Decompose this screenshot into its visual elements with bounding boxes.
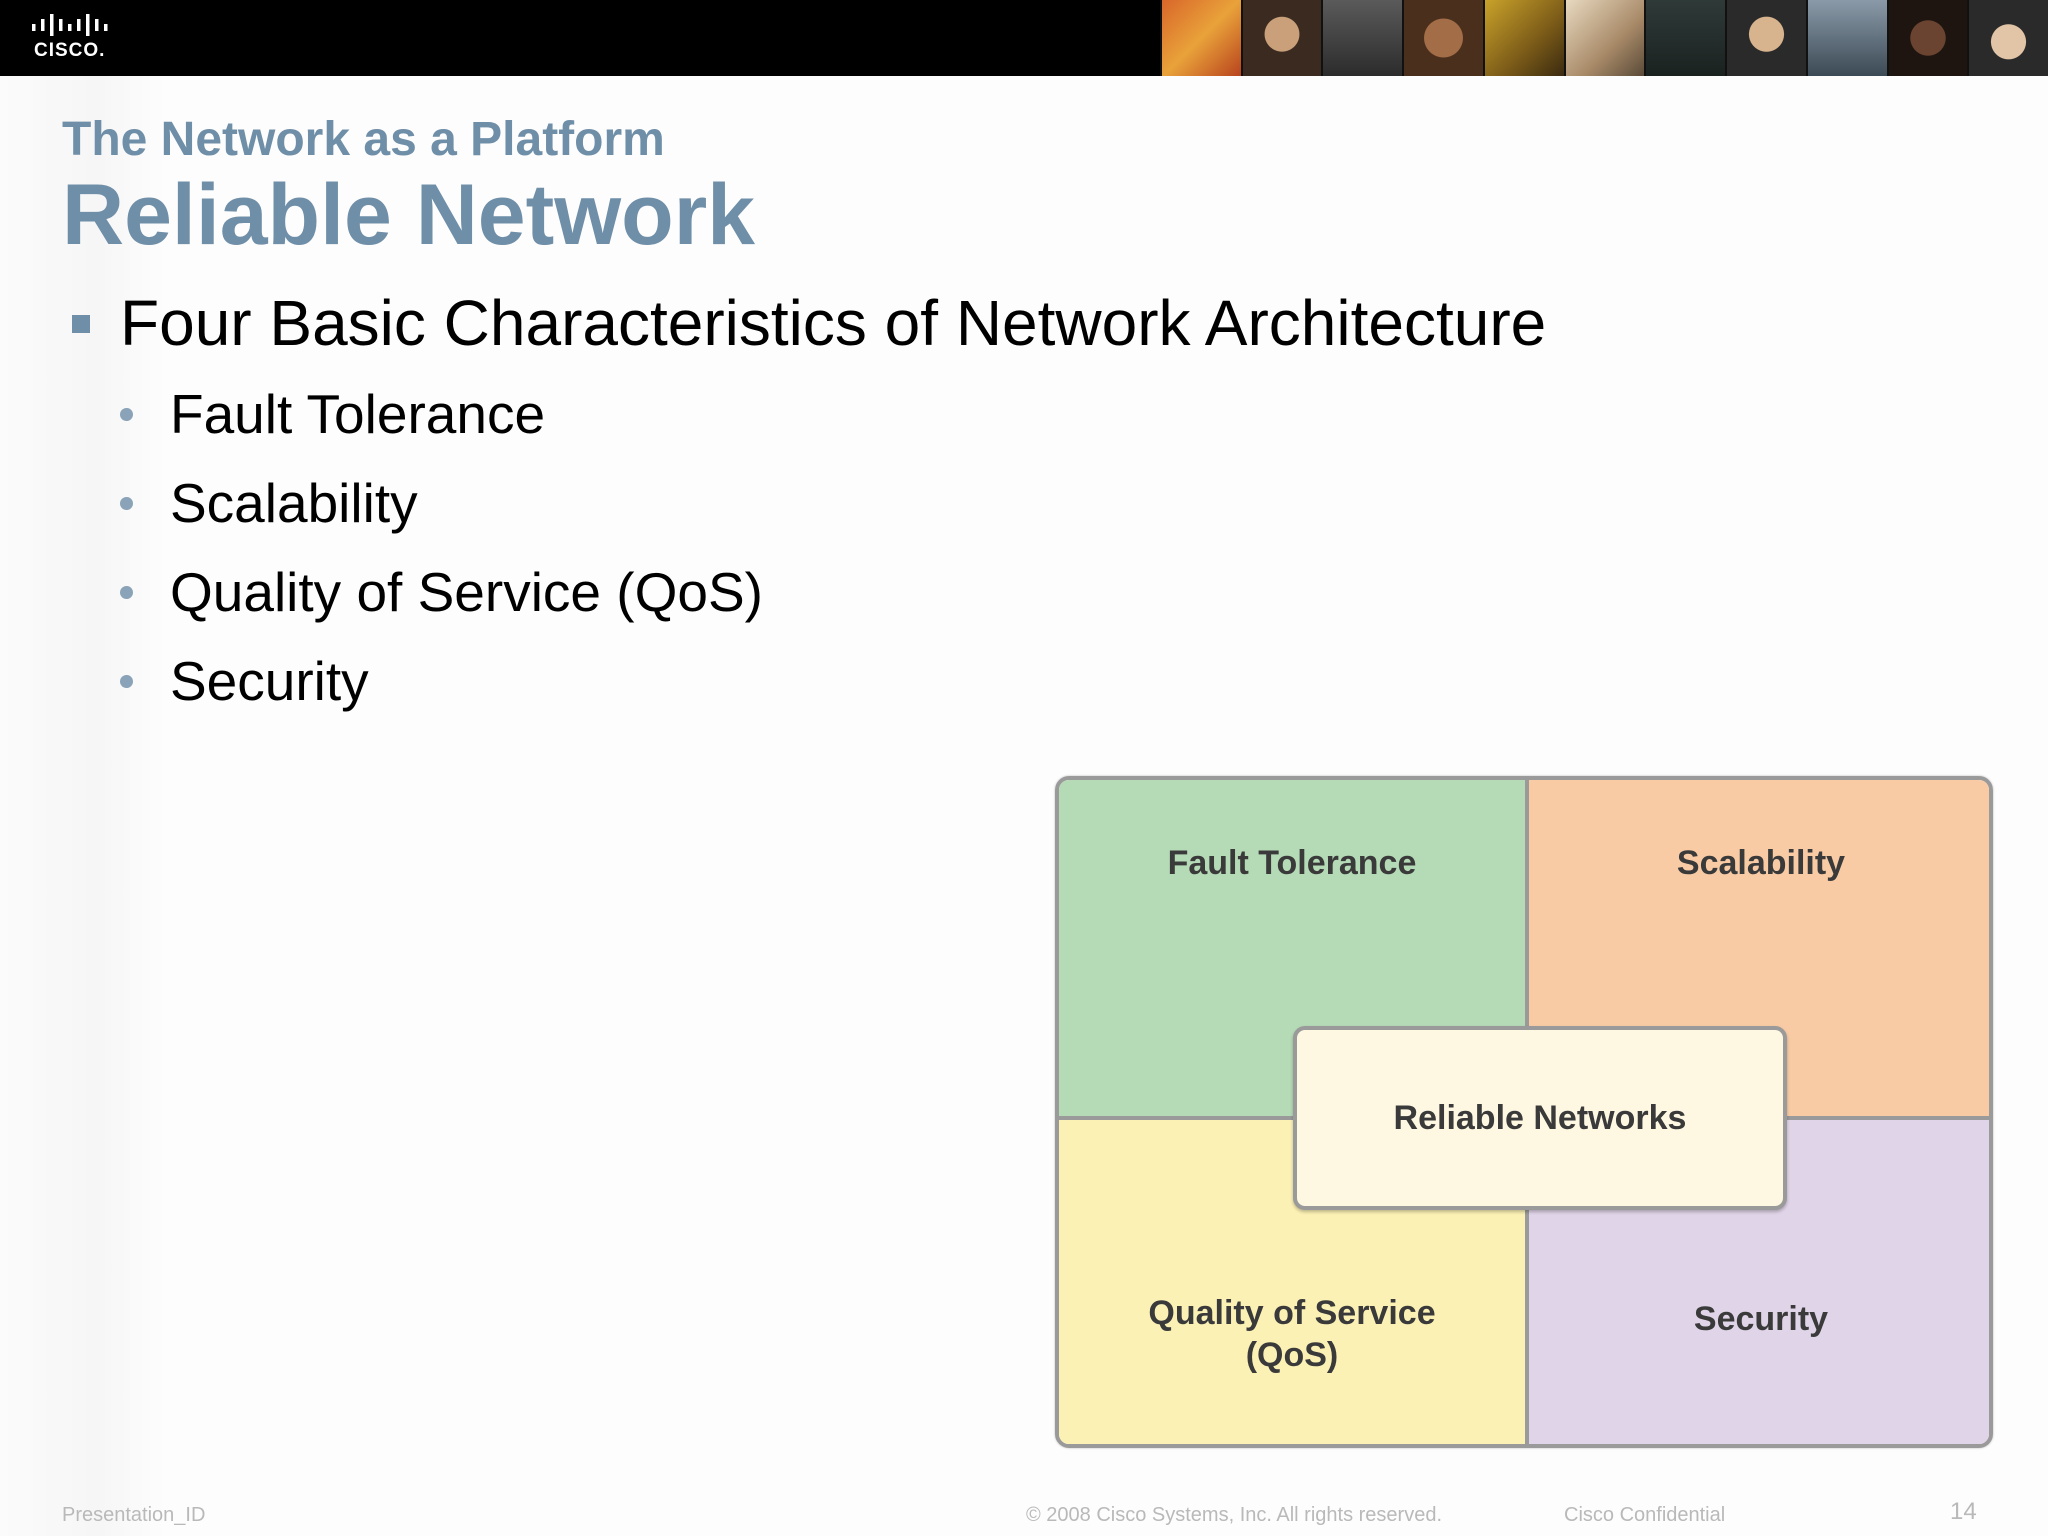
square-bullet-icon [72,315,90,333]
cisco-logo: CISCO. [30,14,130,62]
quadrant-label: Security [1693,1299,1829,1338]
footer-presentation-id: Presentation_ID [62,1504,206,1526]
header-photo [1805,0,1887,76]
header-photo [1563,0,1645,76]
bullet-dot-icon [120,497,133,510]
bullet-dot-icon [120,675,133,688]
list-item-label: Quality of Service (QoS) [170,561,763,623]
quadrant-label-line: (QoS) [1245,1336,1339,1374]
header-photo [1725,0,1806,76]
header-photo [1321,0,1403,76]
reliable-network-diagram: Fault Tolerance Scalability Quality of S… [1055,776,1993,1448]
main-bullet: Four Basic Characteristics of Network Ar… [120,287,1547,359]
header-photo [1644,0,1726,76]
logo-text: CISCO. [34,40,106,61]
header-photo-strip [1160,0,2048,76]
quadrant-label: Quality of Service (QoS) [1148,1292,1435,1377]
quadrant-label: Scalability [1676,843,1846,882]
header-photo [1482,0,1564,76]
slide-title: Reliable Network [62,167,755,263]
list-item-label: Scalability [170,472,418,534]
header-photo [1402,0,1483,76]
slide-subtitle: The Network as a Platform [62,113,665,166]
center-reliable-networks: Reliable Networks [1293,1026,1787,1210]
cisco-bars-icon [32,14,108,36]
bullet-dot-icon [120,408,133,421]
header-photo [1240,0,1322,76]
header-photo [1160,0,1241,76]
list-item-label: Fault Tolerance [170,383,546,445]
header-photo [1886,0,1968,76]
quadrant-label-line: Quality of Service [1148,1293,1436,1332]
footer-confidential: Cisco Confidential [1564,1504,1726,1526]
footer-copyright: © 2008 Cisco Systems, Inc. All rights re… [1026,1504,1443,1526]
bullet-dot-icon [120,586,133,599]
header-photo [1967,0,2048,76]
header-bar: CISCO. [0,0,2048,76]
list-item-label: Security [170,650,369,712]
page-number: 14 [1950,1498,1977,1525]
quadrant-label: Fault Tolerance [1167,843,1417,882]
